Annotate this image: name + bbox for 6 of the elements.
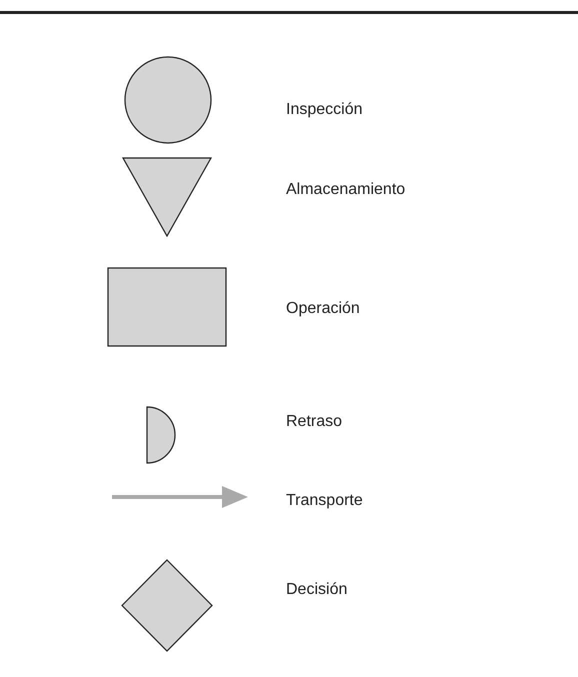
legend-label: Inspección: [286, 100, 362, 120]
legend-label: Retraso: [286, 412, 342, 432]
legend-label: Transporte: [286, 491, 363, 511]
legend-label: Almacenamiento: [286, 180, 406, 200]
legend-label: Decisión: [286, 580, 348, 600]
legend-label: Operación: [286, 299, 360, 319]
